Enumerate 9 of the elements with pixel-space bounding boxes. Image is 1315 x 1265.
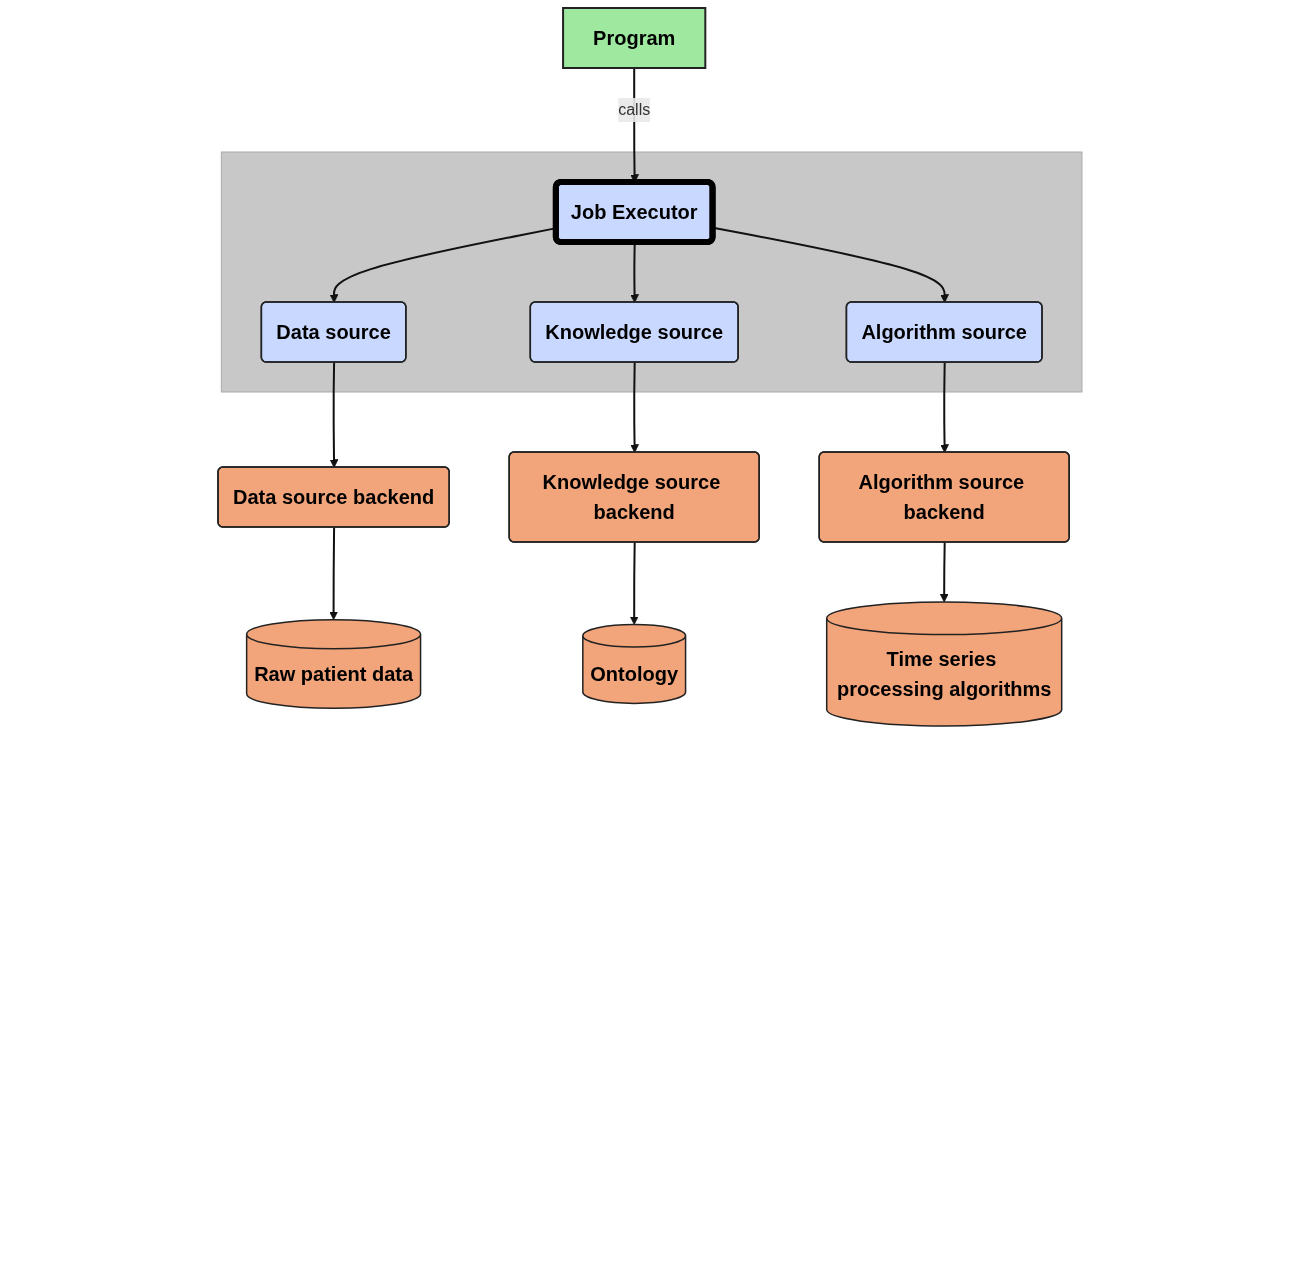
arrow: [329, 361, 339, 468]
arrow: [329, 526, 338, 621]
arrow: [629, 541, 639, 625]
arrow: [939, 541, 949, 603]
edge-label: calls: [618, 101, 651, 118]
arrow: [630, 361, 639, 453]
cluster: [220, 151, 1083, 393]
node-box: Program: [562, 7, 707, 69]
arrow: [940, 361, 949, 453]
